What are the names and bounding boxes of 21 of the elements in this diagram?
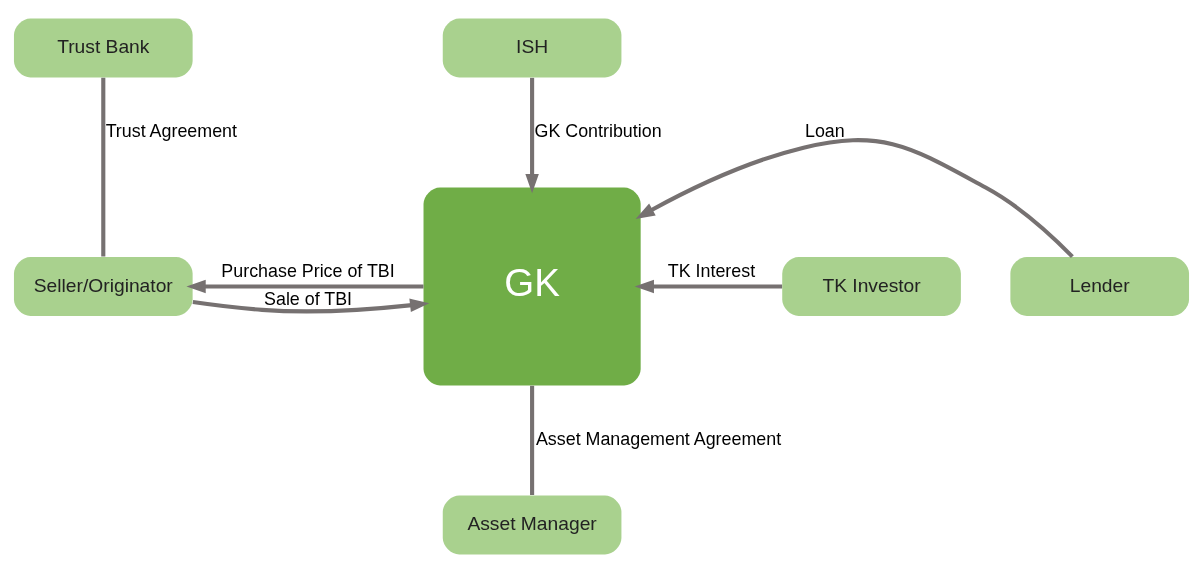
node-box: GK [423,187,641,385]
edge-label: TK Interest [667,260,756,281]
edge-label: Sale of TBI [264,288,353,309]
edge-label: Asset Management Agreement [535,428,782,449]
edge-label: Purchase Price of TBI [221,260,395,281]
edge-label: Trust Agreement [105,120,237,141]
edge-label: GK Contribution [534,120,662,141]
node-box: TK Investor [782,256,961,316]
node-box: Trust Bank [13,18,193,78]
node-box: Asset Manager [442,494,622,554]
connector [530,385,535,495]
node-box: Seller/Originator [13,256,193,316]
arrow [635,137,1074,258]
connector [101,77,106,257]
arrow [192,298,430,313]
arrow [186,279,424,293]
node-box: Lender [1010,256,1190,316]
arrow [634,279,783,293]
arrow [525,77,539,193]
node-box: ISH [442,18,622,78]
edge-label: Loan [804,120,845,141]
